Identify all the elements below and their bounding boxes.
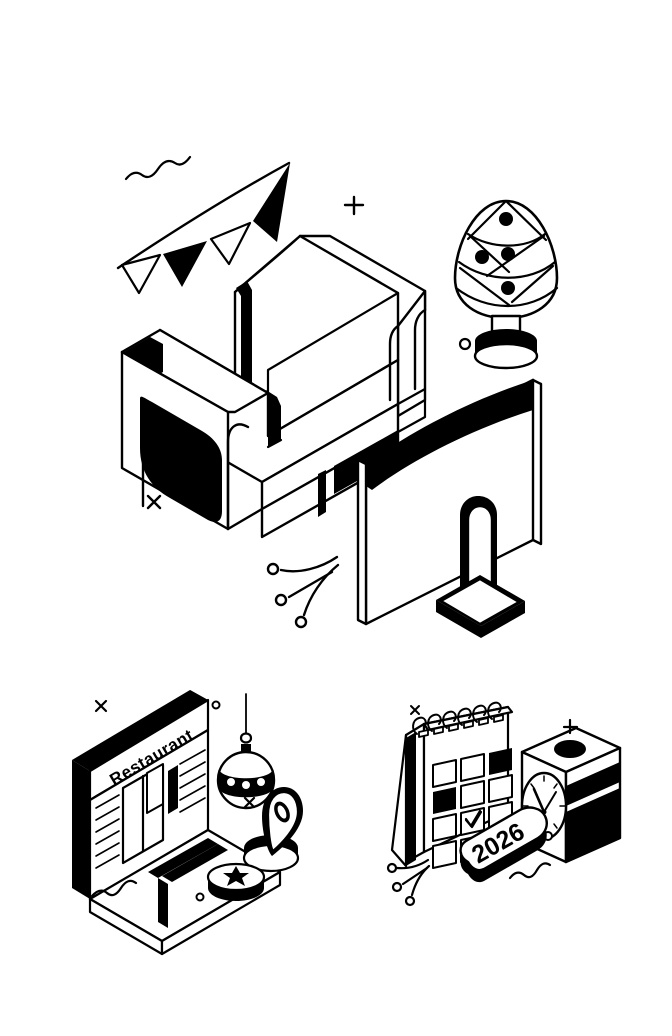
x-sparkle-icon bbox=[94, 699, 108, 713]
plus-sparkle-icon bbox=[562, 718, 579, 735]
calendar-rings bbox=[412, 701, 504, 738]
living-room-scene bbox=[116, 155, 559, 638]
star-token bbox=[206, 862, 266, 901]
squiggle-decor bbox=[508, 862, 552, 880]
hanging-ornament bbox=[216, 693, 276, 810]
calendar-cell bbox=[432, 813, 457, 842]
dot-decor bbox=[195, 892, 205, 902]
calendar-cell bbox=[488, 774, 513, 803]
tree-ornament-dot bbox=[501, 281, 515, 295]
bunting bbox=[116, 161, 291, 295]
squiggle-decor bbox=[90, 879, 138, 898]
x-sparkle-icon bbox=[146, 494, 162, 510]
motion-lines-decor bbox=[266, 555, 340, 629]
facade-slats-right bbox=[179, 749, 206, 813]
decorated-tree bbox=[453, 199, 559, 370]
calendar-cell bbox=[460, 753, 485, 782]
dot-decor bbox=[458, 337, 472, 351]
tree-ornament-dot bbox=[501, 247, 515, 261]
calendar-cell bbox=[433, 787, 456, 814]
facade-slats bbox=[95, 782, 120, 869]
monitor bbox=[356, 378, 543, 638]
calendar-cell bbox=[432, 840, 457, 869]
map-pin-icon bbox=[242, 787, 303, 873]
calendar-cell bbox=[432, 759, 457, 788]
motion-lines-decor bbox=[386, 858, 431, 907]
clock-hour-hand bbox=[532, 787, 546, 814]
x-sparkle-icon bbox=[243, 796, 256, 809]
restaurant-scene: Restaurant bbox=[72, 690, 303, 956]
x-sparkle-icon bbox=[410, 705, 420, 715]
tree-ornament-dot bbox=[475, 250, 489, 264]
calendar-cell bbox=[460, 780, 485, 809]
clock-minute-hand bbox=[543, 791, 557, 813]
calendar-scene: 2026 bbox=[386, 701, 622, 907]
tree-ornament-dot bbox=[499, 212, 513, 226]
plus-sparkle-icon bbox=[343, 195, 365, 216]
calendar-cell bbox=[489, 748, 512, 775]
dot-decor bbox=[211, 700, 221, 710]
squiggle-decor bbox=[124, 155, 192, 181]
sofa bbox=[120, 234, 427, 539]
desk-calendar bbox=[390, 701, 514, 869]
